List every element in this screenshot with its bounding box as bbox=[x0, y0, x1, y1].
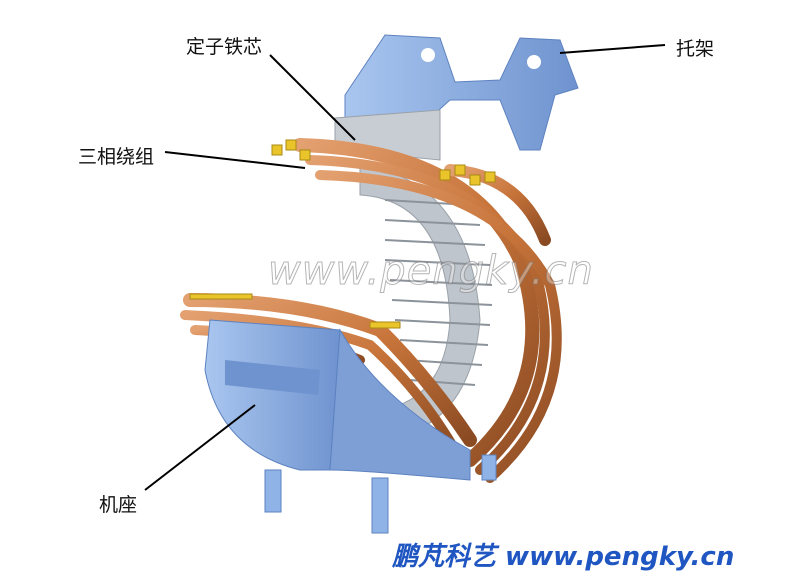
stator-core bbox=[334, 109, 493, 441]
leader-lines bbox=[144, 44, 666, 491]
watermark: www.pengky.cn bbox=[268, 248, 594, 295]
label-three-phase-winding: 三相绕组 bbox=[78, 146, 155, 168]
insulation-pieces bbox=[189, 139, 496, 329]
label-bracket: 托架 bbox=[676, 38, 715, 60]
base-frame bbox=[204, 319, 497, 534]
brand-footer: 鹏芃科艺 www.pengky.cn bbox=[392, 542, 735, 572]
label-stator-core: 定子铁芯 bbox=[186, 36, 263, 58]
label-base: 机座 bbox=[99, 494, 138, 516]
bracket bbox=[344, 34, 579, 151]
